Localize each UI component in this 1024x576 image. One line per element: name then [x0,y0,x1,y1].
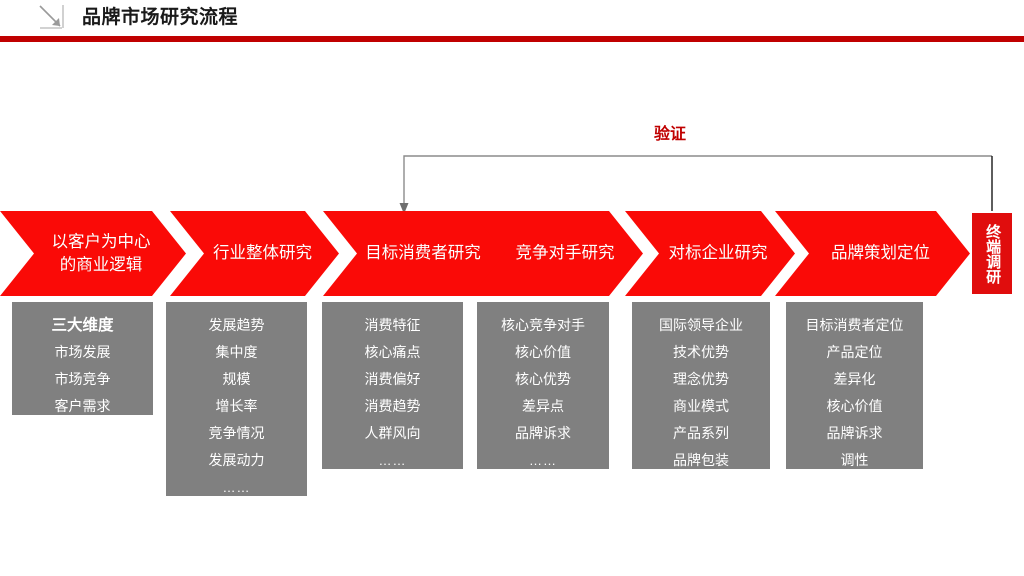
page-header: 品牌市场研究流程 [0,0,1024,36]
detail-box-3: 消费特征核心痛点消费偏好消费趋势人群风向 …… [322,302,463,469]
validation-label: 验证 [653,126,686,143]
detail-item: 商业模式 [673,398,729,414]
page-title: 品牌市场研究流程 [82,7,239,28]
detail-item: …… [378,453,407,468]
detail-box-4: 核心竞争对手核心价值核心优势差异点品牌诉求 …… [477,302,609,469]
detail-item: 技术优势 [673,344,729,360]
detail-item: 市场发展 [54,344,111,360]
detail-box-6: 目标消费者定位产品定位差异化核心价值品牌诉求调性 [786,302,923,469]
detail-item: 核心痛点 [364,344,421,360]
detail-item: 调性 [840,452,869,468]
detail-item: 品牌诉求 [515,425,571,441]
detail-item: …… [529,453,557,468]
process-step-5-label: 对标企业研究 [668,244,768,263]
detail-item: 市场竞争 [54,371,111,387]
detail-item: 核心价值 [826,398,883,414]
detail-item: 发展动力 [208,452,265,468]
detail-item: 核心优势 [515,371,571,387]
detail-item: 增长率 [215,398,258,414]
detail-item: 核心竞争对手 [501,317,585,333]
detail-item: …… [222,480,251,495]
detail-item: 目标消费者定位 [805,317,904,333]
detail-box-2: 发展趋势集中度规模增长率竞争情况发展动力 …… [166,302,307,496]
detail-box-5: 国际领导企业技术优势理念优势商业模式产品系列品牌包装 [632,302,770,469]
detail-item: 规模 [222,371,251,387]
detail-item: 客户需求 [54,398,111,414]
process-step-4[interactable]: 竞争对手研究 [471,211,643,296]
terminal-research-box[interactable]: 终端调研 [970,211,1014,296]
validation-connector-arrow [390,140,1010,225]
detail-item: 差异化 [833,371,876,387]
detail-item: 品牌包装 [673,452,729,468]
detail-item: 发展趋势 [208,317,265,333]
detail-box-1: 三大维度市场发展市场竞争客户需求 [12,302,153,415]
header-divider-rule [0,36,1024,42]
detail-item: 人群风向 [364,425,421,441]
detail-item: 集中度 [215,344,258,360]
process-step-2[interactable]: 行业整体研究 [170,211,339,296]
process-step-3[interactable]: 目标消费者研究 [323,211,507,296]
detail-item: 消费趋势 [364,398,421,414]
process-step-4-label: 竞争对手研究 [515,244,615,263]
detail-item: 理念优势 [673,371,729,387]
process-step-6-label: 品牌策划定位 [831,244,930,263]
detail-item: 国际领导企业 [659,317,743,333]
process-step-5[interactable]: 对标企业研究 [625,211,795,296]
detail-item: 品牌诉求 [826,425,883,441]
detail-item: 产品定位 [826,344,883,360]
process-step-1-label: 以客户为中心 的商业逻辑 [51,233,151,274]
detail-item: 三大维度 [51,317,114,334]
detail-item: 消费偏好 [364,371,421,387]
detail-item: 核心价值 [515,344,571,360]
process-step-6[interactable]: 品牌策划定位 [775,211,970,296]
diagonal-arrow-icon [38,4,66,32]
process-step-1[interactable]: 以客户为中心 的商业逻辑 [0,211,186,296]
process-step-2-label: 行业整体研究 [213,244,312,263]
detail-item: 竞争情况 [208,425,265,441]
process-chevron-row: 以客户为中心 的商业逻辑 行业整体研究 目标消费者研究 竞争对手研究 对标企业研… [0,211,1024,296]
detail-item: 产品系列 [673,425,729,441]
terminal-research-label: 终端调研 [984,223,1002,284]
process-step-3-label: 目标消费者研究 [365,244,481,263]
detail-item: 差异点 [522,398,564,414]
detail-item: 消费特征 [364,317,421,333]
